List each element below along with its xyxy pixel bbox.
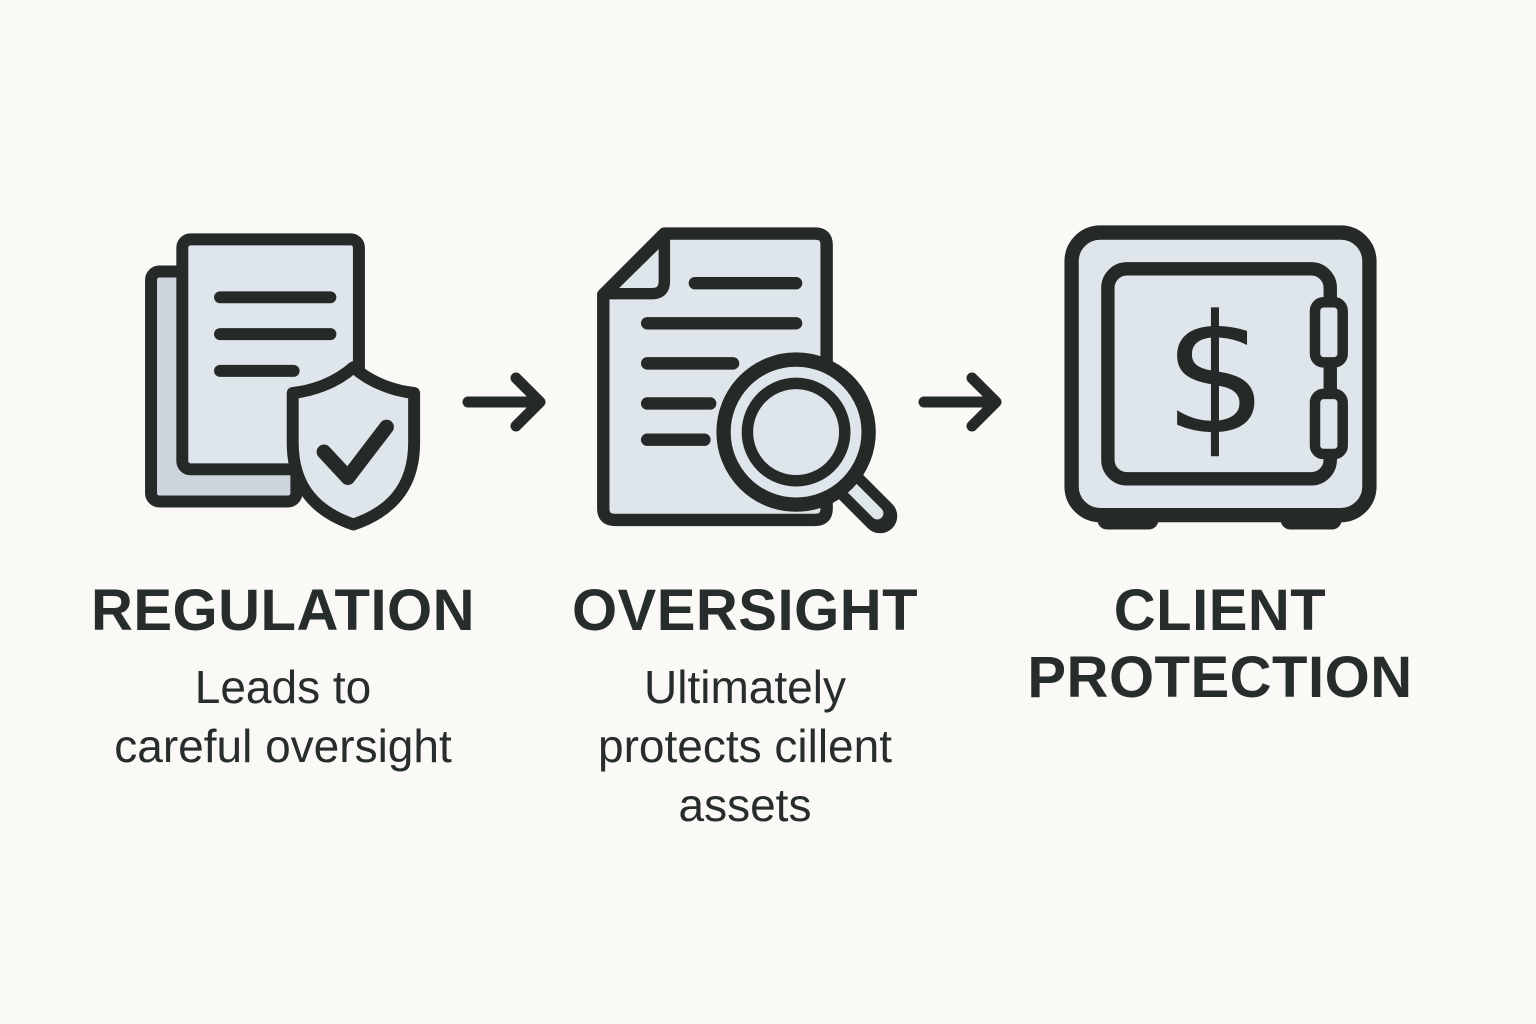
step-oversight: OVERSIGHT Ultimately protects cillent as… [525, 225, 965, 835]
document-magnifier-icon [596, 226, 897, 533]
document-shield-check-icon [144, 233, 420, 531]
step-title: REGULATION [90, 578, 476, 643]
step-subtitle: Ultimately protects cillent assets [597, 661, 892, 832]
step-client-protection: $ CLIENT PROTECTION [1000, 224, 1440, 726]
document-text-lines [640, 276, 802, 446]
connector-2 [918, 366, 1012, 443]
document-text-lines [213, 291, 336, 377]
safe-body [1063, 224, 1377, 522]
magnifier-icon [715, 351, 897, 533]
client-protection-icon-slot: $ [1063, 224, 1378, 537]
step-title: OVERSIGHT [571, 578, 919, 643]
arrow-right-icon [462, 372, 546, 432]
regulation-icon-slot [140, 225, 427, 537]
arrow-right-icon [918, 372, 1002, 432]
dollar-sign-icon: $ [1163, 280, 1267, 471]
step-title: CLIENT PROTECTION [1027, 578, 1413, 711]
folded-corner [598, 229, 670, 299]
oversight-icon-slot [588, 225, 903, 537]
step-subtitle: Leads to careful oversight [114, 661, 452, 773]
checkmark-icon [316, 419, 394, 485]
connector-1 [462, 366, 556, 443]
safe-dollar-icon: $ [1063, 224, 1377, 529]
shield-icon [286, 361, 420, 531]
step-regulation: REGULATION Leads to careful oversight [63, 225, 503, 776]
safe-door [1100, 261, 1337, 486]
safe-hinges [1309, 296, 1348, 459]
